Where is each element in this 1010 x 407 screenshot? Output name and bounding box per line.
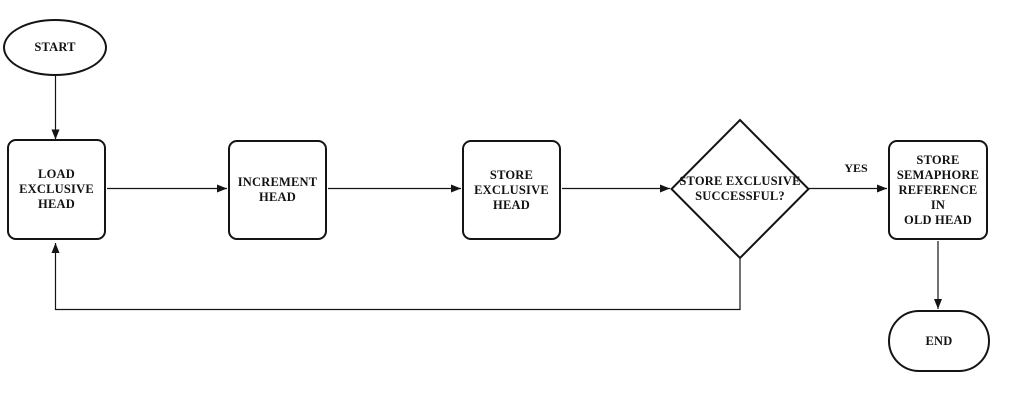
start-node: START <box>3 19 107 76</box>
load-exclusive-head-node: LOAD EXCLUSIVE HEAD <box>7 139 106 240</box>
end-node: END <box>888 310 990 372</box>
node-label: END <box>925 333 953 348</box>
decision-node-label: STORE EXCLUSIVE SUCCESSFUL? <box>679 174 801 203</box>
node-label: START <box>34 40 76 54</box>
node-label: LOAD EXCLUSIVE HEAD <box>19 167 94 211</box>
yes-edge-label: YES <box>844 161 868 175</box>
store-exclusive-head-node: STORE EXCLUSIVE HEAD <box>462 140 561 240</box>
increment-head-node: INCREMENT HEAD <box>228 140 327 240</box>
edge-decision-loopback-to-load <box>51 243 741 311</box>
store-semaphore-reference-node: STORE SEMAPHORE REFERENCE IN OLD HEAD <box>888 140 988 240</box>
node-label: STORE SEMAPHORE REFERENCE IN OLD HEAD <box>896 152 980 227</box>
node-label: INCREMENT HEAD <box>237 175 318 204</box>
decision-diamond-shape <box>670 118 810 260</box>
node-label: STORE EXCLUSIVE HEAD <box>474 167 549 212</box>
